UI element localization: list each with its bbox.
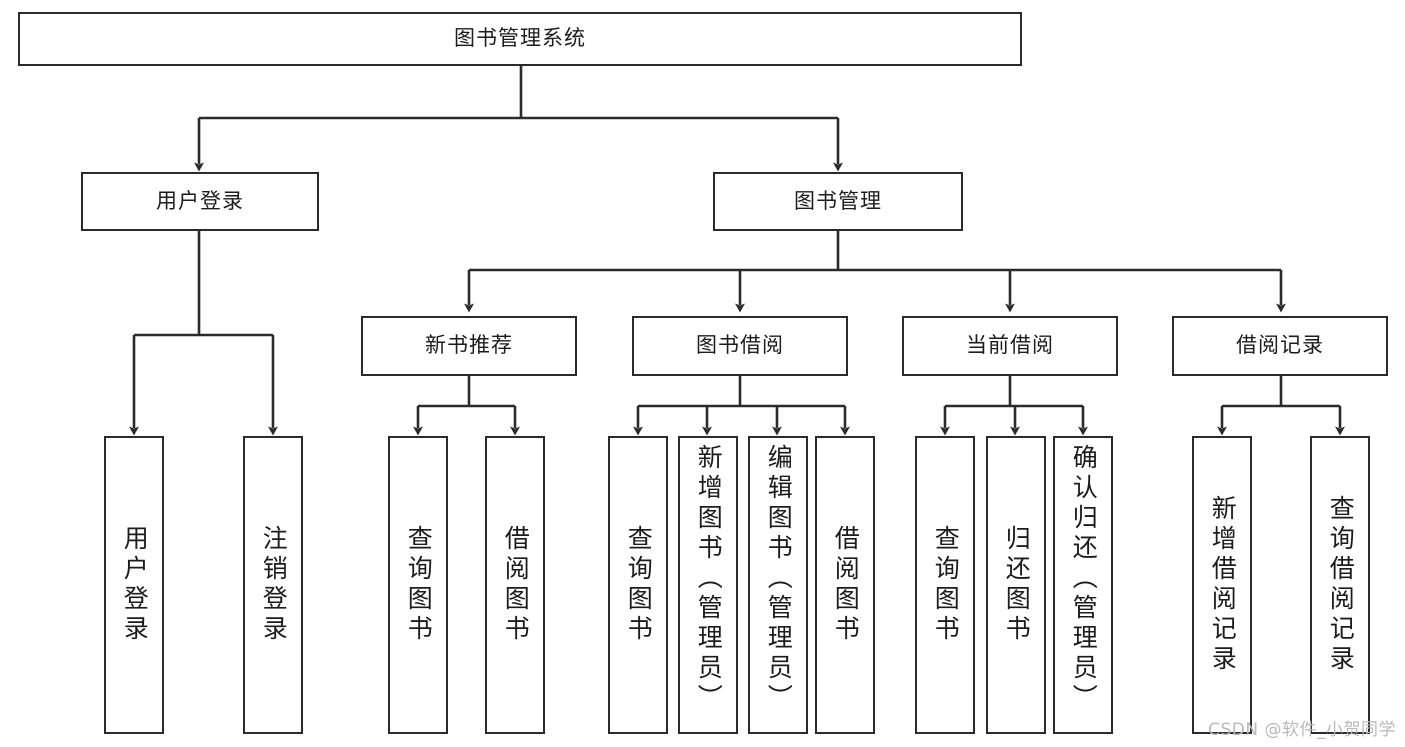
node-leaf-logout[interactable]: 注销登录	[243, 436, 303, 734]
node-label: 借阅图书	[501, 525, 531, 645]
node-label: 查询借阅记录	[1326, 495, 1356, 675]
node-label: 查询图书	[931, 525, 961, 645]
node-label: 归还图书	[1002, 525, 1032, 645]
node-leaf-borrow-book[interactable]: 借阅图书	[815, 436, 875, 734]
node-label: 图书管理	[794, 188, 882, 213]
node-leaf-query-book-current[interactable]: 查询图书	[915, 436, 975, 734]
node-leaf-query-borrow-record[interactable]: 查询借阅记录	[1310, 436, 1370, 734]
node-book-management[interactable]: 图书管理	[713, 172, 963, 231]
node-leaf-add-book-admin[interactable]: 新增图书（管理员）	[678, 436, 738, 734]
node-label: 用户登录	[120, 525, 150, 645]
node-leaf-query-book-newbook[interactable]: 查询图书	[388, 436, 448, 734]
node-leaf-return-book[interactable]: 归还图书	[986, 436, 1046, 734]
node-current-borrow[interactable]: 当前借阅	[902, 316, 1118, 376]
node-leaf-user-login[interactable]: 用户登录	[104, 436, 164, 734]
node-label: 借阅图书	[831, 525, 861, 645]
node-label: 图书借阅	[696, 333, 784, 358]
node-label: 查询图书	[624, 525, 654, 645]
node-label: 用户登录	[156, 188, 244, 213]
node-new-book-recommend[interactable]: 新书推荐	[361, 316, 577, 376]
node-leaf-add-borrow-record[interactable]: 新增借阅记录	[1192, 436, 1252, 734]
node-leaf-confirm-return-admin[interactable]: 确认归还（管理员）	[1053, 436, 1113, 734]
node-label: 图书管理系统	[454, 26, 586, 51]
node-label: 确认归还（管理员）	[1069, 444, 1099, 714]
csdn-watermark: CSDN @软件_小贺同学	[1208, 720, 1396, 740]
node-label: 新增图书（管理员）	[694, 444, 724, 714]
node-leaf-query-book-borrow[interactable]: 查询图书	[608, 436, 668, 734]
node-label: 查询图书	[404, 525, 434, 645]
node-user-login[interactable]: 用户登录	[81, 172, 319, 231]
node-borrow-records[interactable]: 借阅记录	[1172, 316, 1388, 376]
node-label: 注销登录	[259, 525, 289, 645]
node-root-book-management-system[interactable]: 图书管理系统	[18, 12, 1022, 66]
node-label: 借阅记录	[1236, 333, 1324, 358]
node-leaf-borrow-book-newbook[interactable]: 借阅图书	[485, 436, 545, 734]
node-label: 编辑图书（管理员）	[764, 444, 794, 714]
node-label: 新增借阅记录	[1208, 495, 1238, 675]
node-book-borrow[interactable]: 图书借阅	[632, 316, 848, 376]
node-label: 当前借阅	[966, 333, 1054, 358]
node-label: 新书推荐	[425, 333, 513, 358]
node-leaf-edit-book-admin[interactable]: 编辑图书（管理员）	[748, 436, 808, 734]
